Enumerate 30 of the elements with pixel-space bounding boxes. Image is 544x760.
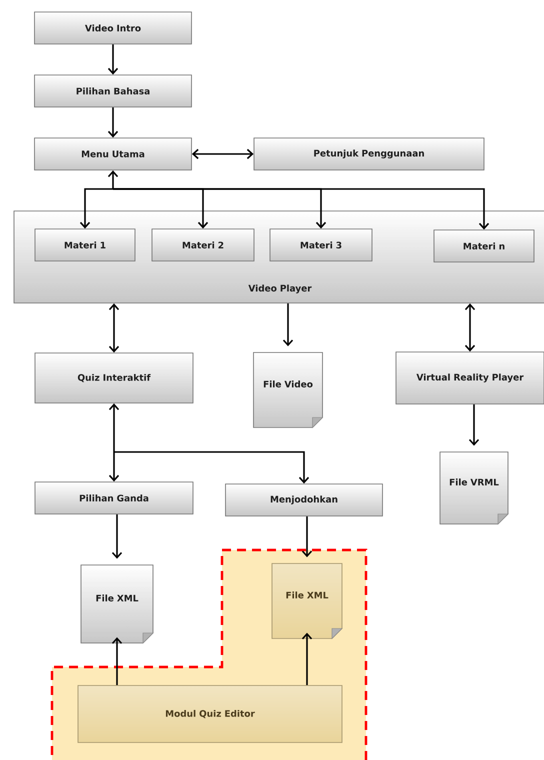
process-box: Menu Utama <box>34 138 192 170</box>
process-box: Materi 3 <box>270 228 372 262</box>
arrow <box>108 403 120 452</box>
arrow <box>192 148 254 160</box>
arrow <box>114 451 310 484</box>
process-box: Pilihan Bahasa <box>34 74 192 108</box>
arrow <box>80 188 113 229</box>
arrow <box>108 303 120 353</box>
process-box: Modul Quiz Editor <box>78 685 342 743</box>
arrow <box>302 632 312 686</box>
arrow <box>468 404 480 446</box>
process-box: Materi 1 <box>34 228 136 262</box>
process-box: Virtual Reality Player <box>396 352 544 404</box>
process-box: Video Intro <box>34 12 192 44</box>
process-box: Materi 2 <box>152 228 254 262</box>
arrow <box>113 188 490 230</box>
process-box: Menjodohkan <box>225 484 383 516</box>
process-box: Materi n <box>434 230 534 262</box>
arrow <box>302 516 312 558</box>
arrow <box>108 44 118 75</box>
process-box: Pilihan Ganda <box>34 482 194 514</box>
arrow <box>112 514 122 559</box>
arrow <box>112 637 122 686</box>
arrow <box>108 107 118 138</box>
process-box: Quiz Interaktif <box>34 352 194 404</box>
arrow <box>108 452 120 482</box>
arrow <box>108 170 118 189</box>
arrow <box>464 303 476 352</box>
process-box: Petunjuk Penggunaan <box>254 138 484 170</box>
arrow <box>282 303 294 346</box>
